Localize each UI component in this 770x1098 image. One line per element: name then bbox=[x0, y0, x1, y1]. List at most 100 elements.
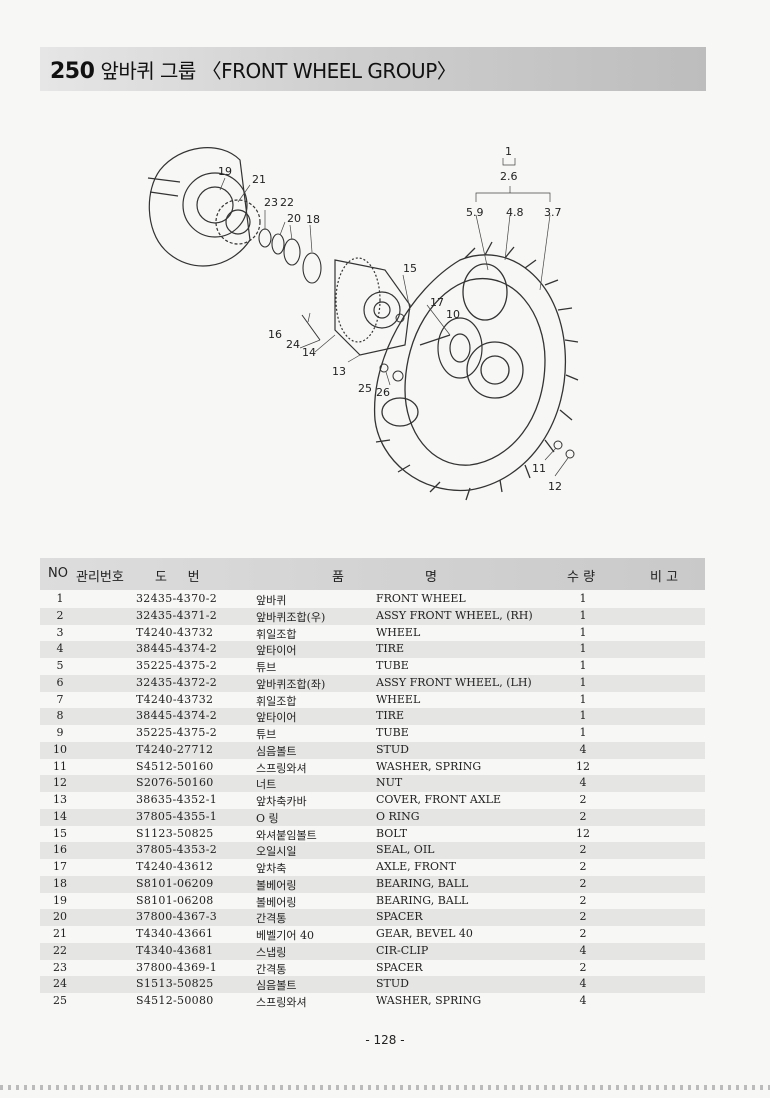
header-remark: 비 고 bbox=[650, 570, 679, 585]
header-drawing-number: 도 번 bbox=[155, 570, 200, 585]
english-name: CIR-CLIP bbox=[376, 943, 429, 957]
row-number: 21 bbox=[53, 927, 67, 940]
english-name: SPACER bbox=[376, 910, 423, 924]
korean-name: 앞차축카바 bbox=[256, 795, 307, 808]
housing-drawing bbox=[147, 147, 251, 267]
english-name: BOLT bbox=[376, 826, 408, 840]
callout-25: 25 bbox=[358, 382, 372, 395]
callout-14: 14 bbox=[302, 346, 316, 359]
callout-15: 15 bbox=[403, 262, 417, 275]
drawing-number: 35225-4375-2 bbox=[136, 726, 218, 739]
drawing-number: 37805-4353-2 bbox=[136, 843, 218, 857]
quantity: 1 bbox=[579, 608, 587, 622]
english-name: O RING bbox=[376, 809, 420, 823]
korean-name: 앞바퀴 bbox=[256, 594, 287, 607]
row-number: 22 bbox=[53, 943, 67, 957]
callout-5-9: 5.9 bbox=[466, 206, 484, 219]
korean-name: 와셔붙임볼트 bbox=[256, 828, 317, 842]
callout-22: 22 bbox=[280, 196, 294, 209]
quantity: 1 bbox=[579, 659, 587, 672]
callout-13: 13 bbox=[332, 365, 346, 378]
quantity: 4 bbox=[579, 776, 587, 790]
korean-name: 스프링와셔 bbox=[256, 761, 307, 775]
drawing-number: 38635-4352-1 bbox=[136, 793, 218, 806]
english-name: TIRE bbox=[376, 642, 404, 656]
row-number: 3 bbox=[56, 625, 64, 639]
english-name: WHEEL bbox=[376, 692, 421, 706]
quantity: 12 bbox=[576, 826, 590, 840]
english-name: STUD bbox=[376, 742, 409, 756]
quantity: 2 bbox=[579, 809, 587, 823]
drawing-number: S8101-06208 bbox=[136, 893, 214, 907]
callout-2-6: 2.6 bbox=[500, 170, 518, 183]
english-name: SEAL, OIL bbox=[376, 843, 435, 857]
bearing-spacer-drawing bbox=[258, 228, 322, 284]
drawing-number: S4512-50080 bbox=[136, 994, 214, 1007]
quantity: 2 bbox=[579, 793, 587, 806]
korean-name: 앞바퀴조합(좌) bbox=[256, 677, 326, 691]
korean-name: 스냅링 bbox=[256, 945, 287, 959]
korean-name: 앞차축 bbox=[256, 862, 287, 875]
exploded-parts-diagram: 19 21 23 22 20 18 15 17 10 16 24 14 13 2… bbox=[147, 145, 579, 501]
axle-drawing bbox=[419, 317, 483, 379]
row-number: 9 bbox=[56, 726, 64, 739]
row-number: 17 bbox=[53, 860, 67, 873]
row-number: 18 bbox=[53, 876, 67, 890]
korean-name: 볼베어링 bbox=[256, 895, 297, 909]
callout-26: 26 bbox=[376, 386, 390, 399]
callout-12: 12 bbox=[548, 480, 562, 493]
callout-21: 21 bbox=[252, 173, 266, 186]
callout-3-7: 3.7 bbox=[544, 206, 562, 219]
row-number: 15 bbox=[53, 826, 67, 840]
korean-name: 휘일조합 bbox=[256, 627, 297, 641]
row-number: 20 bbox=[53, 910, 67, 924]
english-name: WASHER, SPRING bbox=[376, 759, 482, 773]
drawing-number: 38445-4374-2 bbox=[136, 709, 218, 723]
row-number: 19 bbox=[53, 893, 67, 907]
row-number: 24 bbox=[53, 977, 67, 991]
quantity: 2 bbox=[579, 860, 587, 873]
row-number: 2 bbox=[56, 608, 64, 622]
drawing-number: S2076-50160 bbox=[136, 776, 214, 790]
header-item-name-1: 품 bbox=[332, 570, 344, 585]
korean-name: 스프링와셔 bbox=[256, 996, 307, 1009]
callout-19: 19 bbox=[218, 165, 232, 178]
quantity: 1 bbox=[579, 625, 587, 639]
korean-name: 심음볼트 bbox=[256, 979, 297, 993]
english-name: FRONT WHEEL bbox=[376, 592, 466, 605]
scan-edge bbox=[0, 1085, 770, 1090]
korean-name: 휘일조합 bbox=[256, 694, 297, 708]
header-no: NO bbox=[48, 566, 68, 581]
callout-24: 24 bbox=[286, 338, 300, 351]
english-name: WASHER, SPRING bbox=[376, 994, 482, 1007]
callout-17: 17 bbox=[430, 296, 444, 309]
korean-name: 심음볼트 bbox=[256, 744, 297, 758]
drawing-number: 32435-4371-2 bbox=[136, 608, 218, 622]
page-number: - 128 - bbox=[365, 1033, 405, 1047]
callout-11: 11 bbox=[532, 462, 546, 475]
callout-20: 20 bbox=[287, 212, 301, 225]
header-item-name-2: 명 bbox=[425, 570, 437, 585]
korean-name: 앞타이어 bbox=[256, 644, 297, 658]
callout-23: 23 bbox=[264, 196, 278, 209]
english-name: WHEEL bbox=[376, 625, 421, 639]
table-header: NO 관리번호 도 번 품 명 수 량 비 고 bbox=[40, 558, 705, 590]
drawing-number: T4240-43732 bbox=[136, 625, 214, 639]
quantity: 2 bbox=[579, 843, 587, 857]
leader-lines bbox=[219, 158, 569, 477]
drawing-number: T4340-43661 bbox=[136, 927, 214, 940]
quantity: 1 bbox=[579, 675, 587, 689]
english-name: BEARING, BALL bbox=[376, 876, 469, 890]
